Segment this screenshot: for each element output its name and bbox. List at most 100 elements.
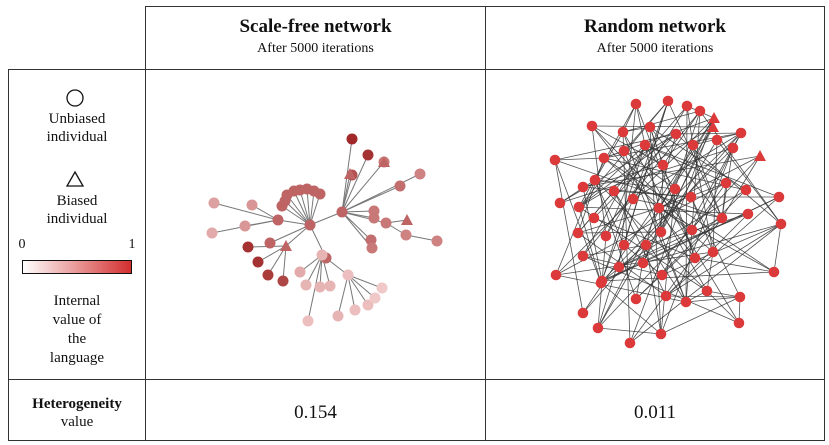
scale-label-4: language xyxy=(49,350,105,366)
unbiased-node xyxy=(302,315,314,327)
network-edge xyxy=(721,182,727,219)
network-edge xyxy=(555,179,596,276)
unbiased-node xyxy=(630,293,642,305)
unbiased-node xyxy=(277,275,289,287)
network-edge xyxy=(281,205,311,226)
unbiased-node xyxy=(264,237,276,249)
unbiased-node xyxy=(680,296,692,308)
network-edge xyxy=(347,274,369,306)
network-edge xyxy=(632,132,742,200)
network-edge xyxy=(305,254,323,286)
unbiased-node xyxy=(734,291,746,303)
unbiased-node xyxy=(246,199,258,211)
random-title: Random network xyxy=(584,16,726,37)
network-edge xyxy=(644,144,780,198)
unbiased-node xyxy=(720,177,732,189)
unbiased-node xyxy=(365,234,377,246)
unbiased-node xyxy=(669,183,681,195)
unbiased-node xyxy=(694,105,706,117)
network-edge xyxy=(347,274,383,289)
unbiased-node xyxy=(431,235,443,247)
unbiased-node xyxy=(655,328,667,340)
unbiased-node xyxy=(208,197,220,209)
network-edge xyxy=(661,132,742,276)
network-edge xyxy=(341,154,369,213)
unbiased-node xyxy=(586,120,598,132)
heterogeneity-label: Heterogeneity xyxy=(32,396,122,412)
network-edge xyxy=(649,126,747,191)
network-edge xyxy=(706,251,714,292)
unbiased-node xyxy=(346,133,358,145)
biased-node xyxy=(378,156,390,167)
unbiased-node xyxy=(572,227,584,239)
unbiased-node xyxy=(727,142,739,154)
biased-node xyxy=(344,168,356,179)
unbiased-node xyxy=(262,269,274,281)
network-edge xyxy=(578,144,646,208)
network-edge xyxy=(293,190,311,226)
network-edge xyxy=(618,217,723,268)
network-edge xyxy=(712,139,718,253)
unbiased-node xyxy=(414,168,426,180)
network-edge xyxy=(691,182,727,231)
scale-free-heterogeneity-value: 0.154 xyxy=(294,402,337,423)
unbiased-node xyxy=(733,317,745,329)
network-edge xyxy=(658,207,693,231)
color-scale-bar xyxy=(22,260,132,274)
unbiased-node xyxy=(336,206,348,218)
network-edge xyxy=(554,159,584,314)
network-edge xyxy=(665,196,780,297)
scale-free-subtitle: After 5000 iterations xyxy=(257,41,374,56)
network-edge xyxy=(554,133,677,161)
network-edge xyxy=(629,223,782,344)
scale-max-label: 1 xyxy=(128,237,136,252)
network-edge xyxy=(665,295,741,298)
network-edge xyxy=(706,290,741,298)
network-edge xyxy=(658,207,708,292)
random-value-cell: 0.011 xyxy=(486,0,824,440)
unbiased-node xyxy=(618,239,630,251)
network-edge xyxy=(286,194,311,226)
unbiased-node xyxy=(366,242,378,254)
network-edge xyxy=(601,144,646,282)
unbiased-node xyxy=(707,246,719,258)
unbiased-node xyxy=(314,281,326,293)
unbiased-node xyxy=(644,121,656,133)
unbiased-node xyxy=(740,184,752,196)
network-edge xyxy=(554,159,723,219)
unbiased-node xyxy=(600,230,612,242)
unbiased-node xyxy=(742,208,754,220)
network-edge xyxy=(594,179,637,300)
network-edge xyxy=(603,157,775,273)
scale-free-title: Scale-free network xyxy=(239,16,392,37)
unbiased-node xyxy=(689,252,701,264)
network-edge xyxy=(347,274,356,311)
network-edge xyxy=(597,244,647,329)
network-edge xyxy=(618,189,747,268)
network-edge xyxy=(577,207,660,234)
unbiased-node xyxy=(577,181,589,193)
unbiased-node xyxy=(735,127,747,139)
unbiased-node xyxy=(300,279,312,291)
network-edge xyxy=(244,219,279,227)
circle-icon xyxy=(66,89,84,107)
unbiased-node xyxy=(549,154,561,166)
heterogeneity-sublabel: value xyxy=(60,414,94,430)
unbiased-node xyxy=(681,100,693,112)
network-edge xyxy=(716,139,782,225)
unbiased-node xyxy=(618,145,630,157)
network-edge xyxy=(623,132,742,246)
scale-label-2: value of xyxy=(52,312,102,328)
network-edge xyxy=(577,190,615,234)
unbiased-node xyxy=(304,219,316,231)
network-edge xyxy=(337,274,349,317)
unbiased-node xyxy=(342,269,354,281)
triangle-icon xyxy=(65,170,85,187)
unbiased-node xyxy=(589,174,601,186)
scale-min-label: 0 xyxy=(18,237,26,252)
network-edge xyxy=(618,103,637,268)
network-edge xyxy=(691,110,701,231)
unbiased-node xyxy=(687,139,699,151)
random-subtitle: After 5000 iterations xyxy=(596,41,714,56)
